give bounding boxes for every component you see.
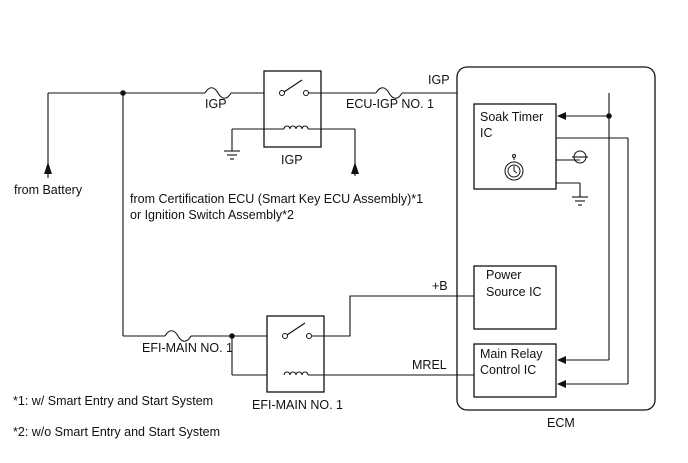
main-relay-label-line1: Main Relay bbox=[480, 347, 543, 361]
ground-icon bbox=[556, 182, 588, 206]
power-source-label-line2: Source IC bbox=[486, 285, 542, 299]
battery-input bbox=[44, 92, 205, 178]
input-arrow-icon bbox=[557, 356, 566, 364]
soak-timer-label-line2: IC bbox=[480, 126, 493, 140]
footnote-1: *1: w/ Smart Entry and Start System bbox=[13, 394, 213, 408]
input-arrow-icon bbox=[557, 112, 566, 120]
input-arrow-icon bbox=[557, 380, 566, 388]
igp-relay bbox=[263, 70, 322, 148]
ground-icon bbox=[224, 129, 240, 160]
igp-relay-label: IGP bbox=[281, 153, 303, 167]
power-source-ic bbox=[473, 265, 557, 330]
soak-timer-ic bbox=[473, 103, 557, 190]
plus-b-wire bbox=[311, 295, 474, 337]
igp-relay-coil-icon bbox=[232, 125, 355, 130]
ecu-igp-fuse-label: ECU-IGP NO. 1 bbox=[346, 97, 434, 111]
efi-main-relay-label: EFI-MAIN NO. 1 bbox=[252, 398, 343, 412]
igp-fuse-label: IGP bbox=[205, 97, 227, 111]
source-label-line1: from Certification ECU (Smart Key ECU As… bbox=[130, 192, 423, 206]
power-supply-icon bbox=[556, 150, 588, 164]
igp-fuse bbox=[204, 87, 232, 99]
soak-timer-label-line1: Soak Timer bbox=[480, 110, 543, 124]
efi-main-relay bbox=[266, 315, 325, 393]
source-label-line2: or Ignition Switch Assembly*2 bbox=[130, 208, 294, 222]
certification-ecu-arrow-icon bbox=[351, 129, 359, 176]
power-source-label-line1: Power bbox=[486, 268, 521, 282]
main-relay-control-ic bbox=[473, 343, 557, 398]
efi-main-fuse bbox=[164, 330, 192, 342]
mrel-label: MREL bbox=[412, 358, 447, 372]
timer-icon bbox=[504, 154, 524, 181]
efi-main-fuse-label: EFI-MAIN NO. 1 bbox=[142, 341, 233, 355]
ecm-label: ECM bbox=[547, 416, 575, 430]
from-battery-label: from Battery bbox=[14, 183, 83, 197]
ecu-igp-fuse bbox=[375, 87, 403, 99]
battery-arrow-icon bbox=[44, 162, 52, 174]
main-relay-label-line2: Control IC bbox=[480, 363, 536, 377]
igp-line-label: IGP bbox=[428, 73, 450, 87]
efi-main-relay-coil-icon bbox=[283, 371, 474, 376]
plus-b-label: +B bbox=[432, 279, 448, 293]
footnote-2: *2: w/o Smart Entry and Start System bbox=[13, 425, 220, 439]
